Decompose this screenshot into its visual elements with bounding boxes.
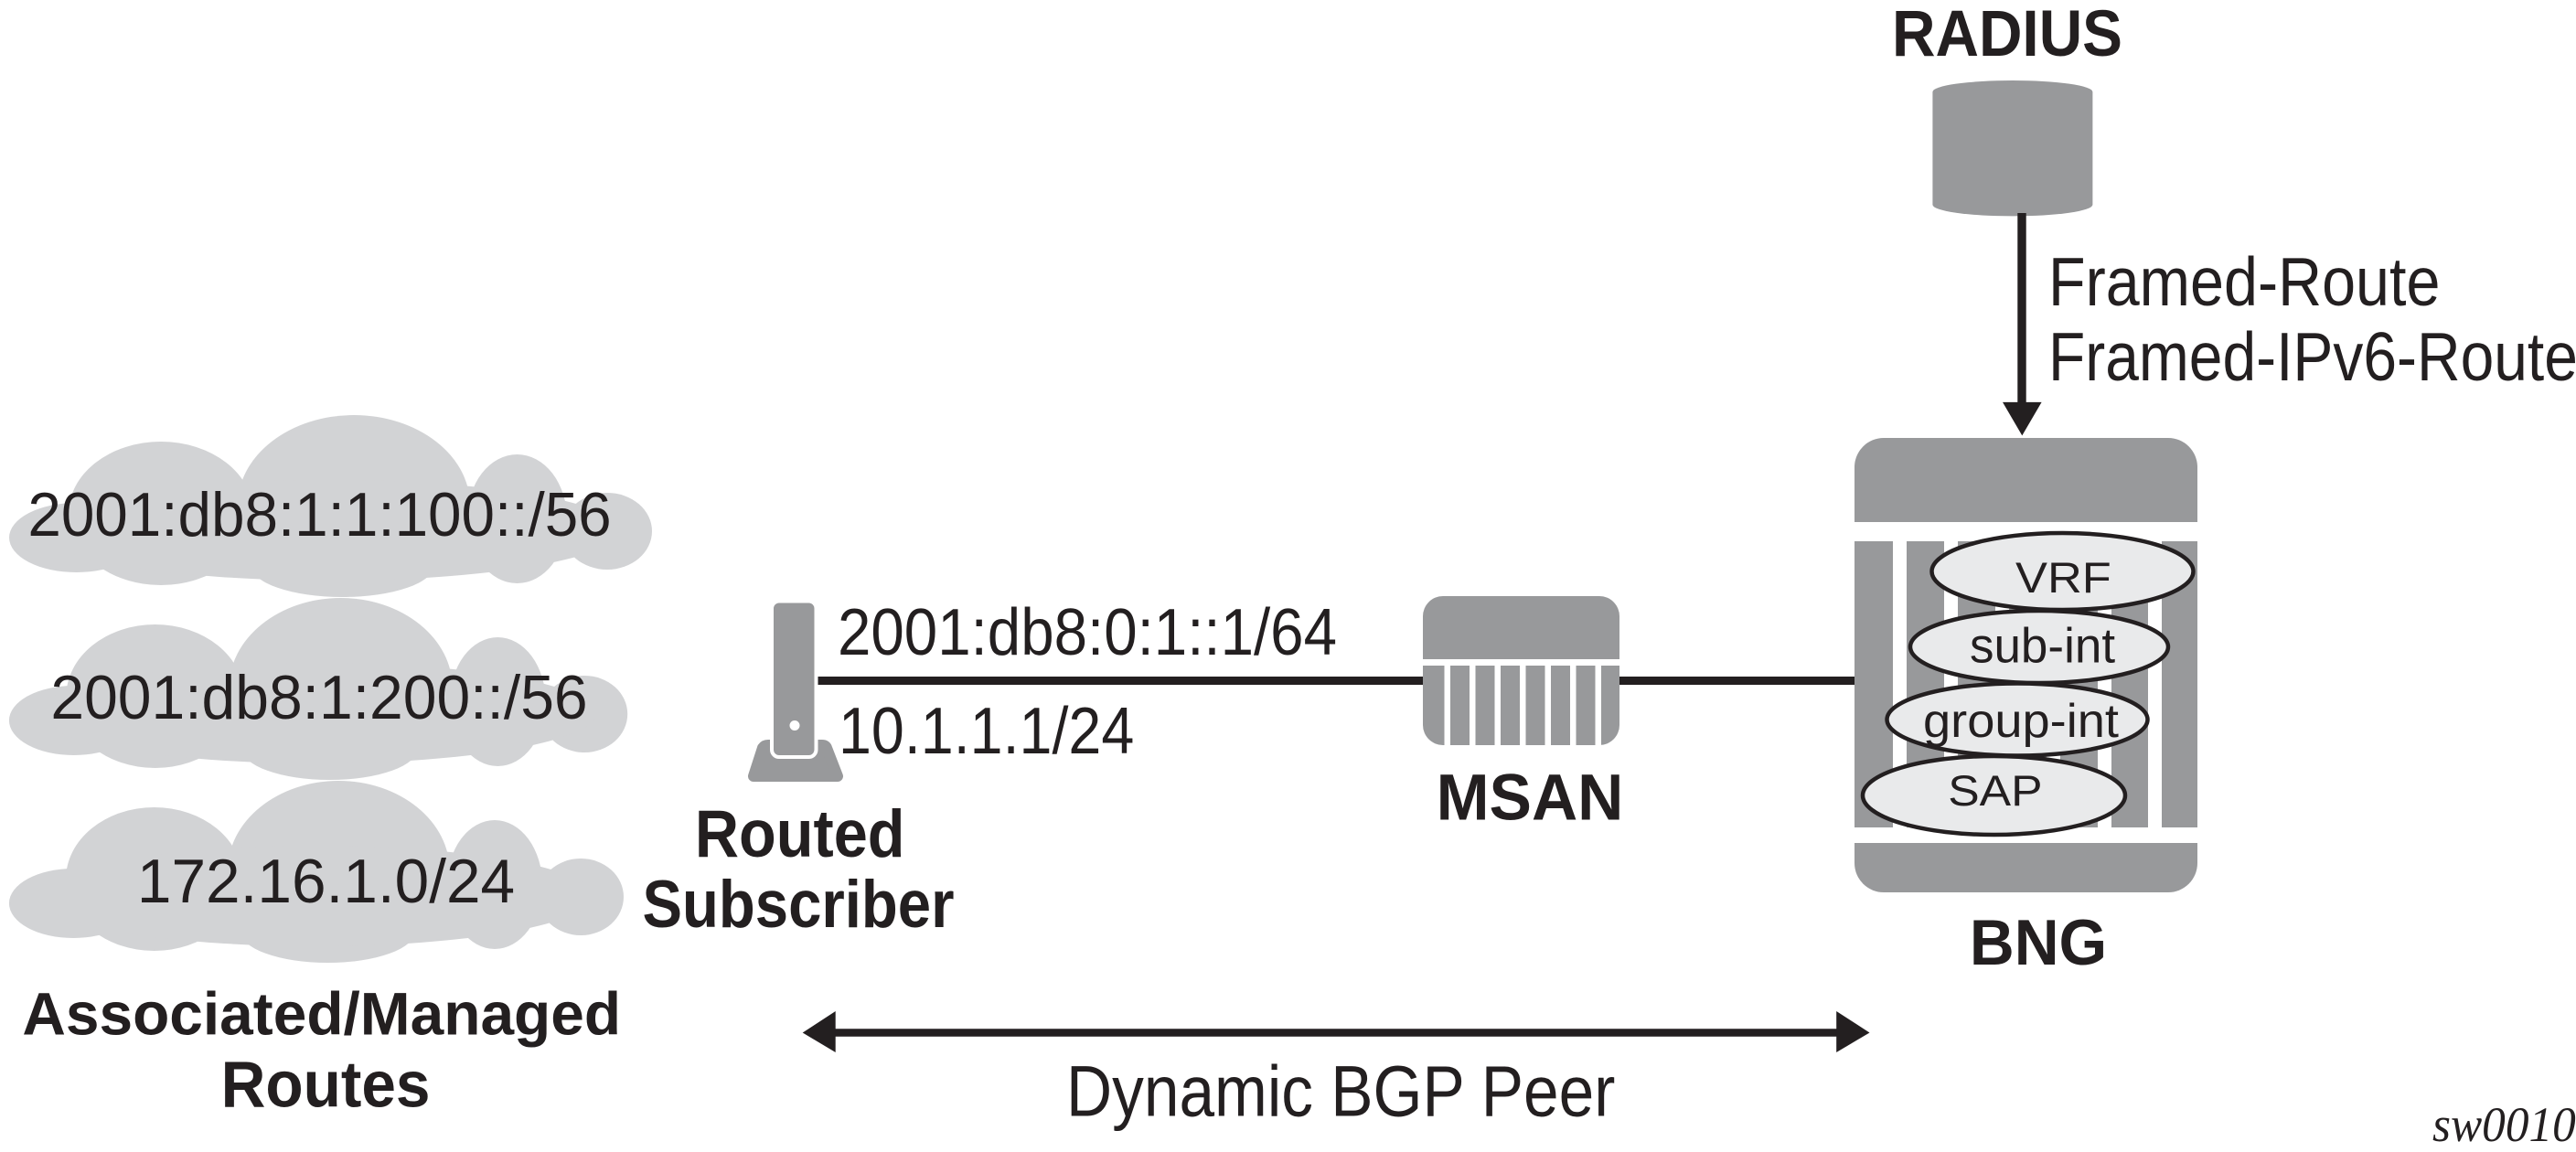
svg-text:Framed-Route: Framed-Route xyxy=(2048,244,2440,321)
svg-text:Framed-IPv6-Route: Framed-IPv6-Route xyxy=(2048,318,2576,395)
svg-text:group-int: group-int xyxy=(1923,695,2119,748)
svg-text:Associated/Managed: Associated/Managed xyxy=(22,981,621,1048)
svg-text:RADIUS: RADIUS xyxy=(1892,0,2122,70)
svg-text:2001:db8:1:1:100::/56: 2001:db8:1:1:100::/56 xyxy=(27,481,611,549)
svg-text:Routes: Routes xyxy=(221,1048,431,1121)
svg-text:MSAN: MSAN xyxy=(1437,761,1624,834)
svg-text:Dynamic BGP Peer: Dynamic BGP Peer xyxy=(1066,1051,1615,1131)
svg-text:Routed: Routed xyxy=(695,796,905,871)
svg-text:2001:db8:1:200::/56: 2001:db8:1:200::/56 xyxy=(50,664,587,732)
svg-text:sub-int: sub-int xyxy=(1970,619,2115,674)
svg-text:172.16.1.0/24: 172.16.1.0/24 xyxy=(137,848,515,916)
svg-text:VRF: VRF xyxy=(2015,553,2111,602)
svg-text:2001:db8:0:1::1/64: 2001:db8:0:1::1/64 xyxy=(838,594,1337,669)
svg-text:SAP: SAP xyxy=(1948,766,2042,816)
svg-text:BNG: BNG xyxy=(1970,906,2107,979)
svg-text:10.1.1.1/24: 10.1.1.1/24 xyxy=(839,694,1134,768)
svg-text:Subscriber: Subscriber xyxy=(642,867,954,942)
svg-text:sw0010: sw0010 xyxy=(2432,1098,2576,1152)
